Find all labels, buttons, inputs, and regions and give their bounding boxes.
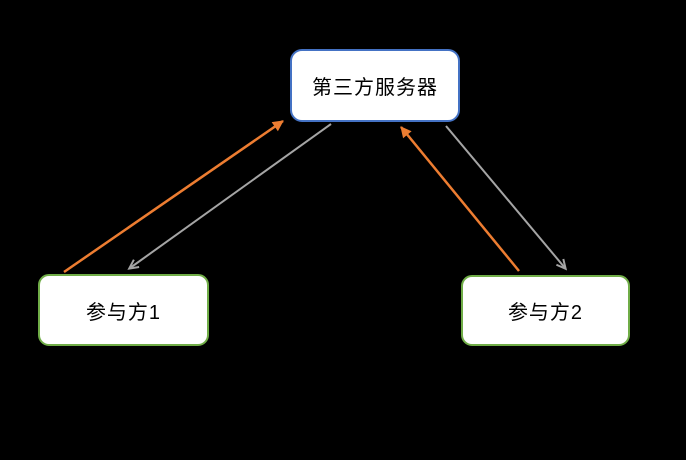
node-party-2: 参与方2 <box>461 275 630 346</box>
node-party-1: 参与方1 <box>38 274 209 346</box>
node-third-party-server-label: 第三方服务器 <box>312 77 438 99</box>
node-third-party-server: 第三方服务器 <box>290 49 460 122</box>
edge-server-to-party2-arrow <box>445 125 565 268</box>
edge-party1-to-server-arrow <box>63 119 284 274</box>
edge-server-to-party1-arrow <box>130 123 332 268</box>
node-party-1-label: 参与方1 <box>85 301 162 324</box>
edge-party2-to-server-arrow <box>400 126 520 272</box>
node-party-2-label: 参与方2 <box>507 302 584 324</box>
